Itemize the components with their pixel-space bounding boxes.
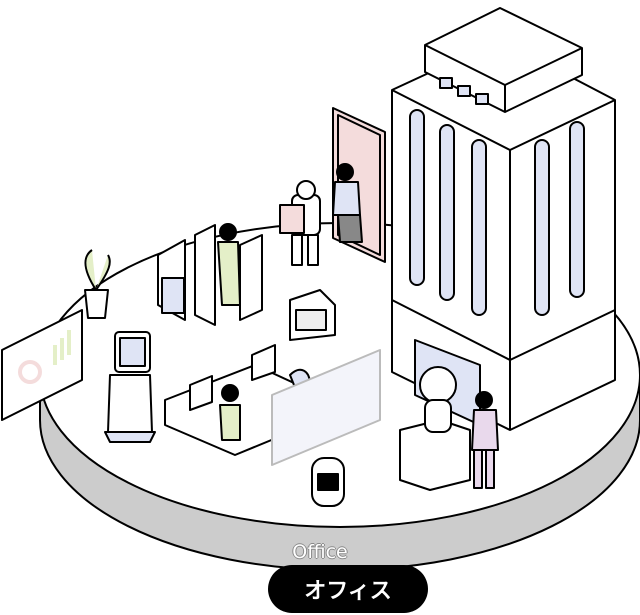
person-receiving [332, 163, 363, 243]
delivery-robot [279, 180, 321, 266]
building-windows [409, 77, 585, 316]
office-button[interactable]: オフィス [268, 565, 428, 613]
reception-robot [104, 331, 156, 443]
serving-robot [289, 289, 336, 341]
hologram-panel [271, 349, 381, 466]
counter [399, 366, 471, 491]
scene-label-english: Office [292, 541, 348, 563]
presentation-screen [1, 309, 83, 421]
plant [84, 249, 111, 319]
office-building [391, 7, 616, 431]
guide-robot [311, 457, 345, 507]
person-customer [471, 391, 499, 489]
security-gates [157, 223, 263, 326]
